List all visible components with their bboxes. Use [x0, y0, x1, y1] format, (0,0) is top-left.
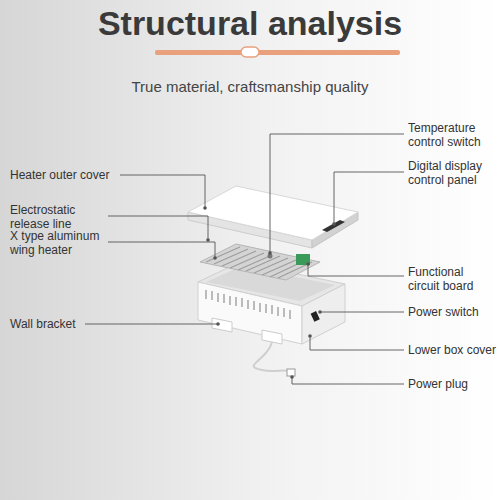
leader-dots	[203, 206, 336, 379]
part-label: Power switch	[408, 305, 498, 319]
circuit-board-symbol	[296, 254, 310, 265]
heater-cover	[188, 186, 358, 259]
title-underline	[155, 50, 400, 55]
part-label: Heater outer cover	[10, 168, 120, 182]
leader-lines	[85, 134, 404, 384]
display-panel-symbol	[322, 220, 345, 232]
lower-box	[198, 262, 345, 376]
aluminum-wing-heater	[200, 244, 320, 280]
part-label: Electrostatic release line	[10, 203, 106, 231]
part-label: Power plug	[408, 377, 498, 391]
plug-symbol	[287, 369, 295, 376]
page-title: Structural analysis	[0, 4, 500, 43]
power-cable	[254, 342, 290, 372]
part-label: Temperature control switch	[408, 121, 498, 149]
wall-bracket-symbol	[212, 318, 232, 332]
part-label: Digital display control panel	[408, 159, 498, 187]
subtitle: True material, craftsmanship quality	[0, 78, 500, 95]
title-pill	[241, 47, 259, 57]
part-label: Functional circuit board	[408, 265, 498, 293]
part-label: Lower box cover	[408, 343, 498, 357]
wall-bracket-symbol	[262, 330, 282, 344]
part-label: X type aluminum wing heater	[10, 229, 106, 257]
vent-slots	[206, 290, 290, 319]
part-label: Wall bracket	[10, 317, 106, 331]
